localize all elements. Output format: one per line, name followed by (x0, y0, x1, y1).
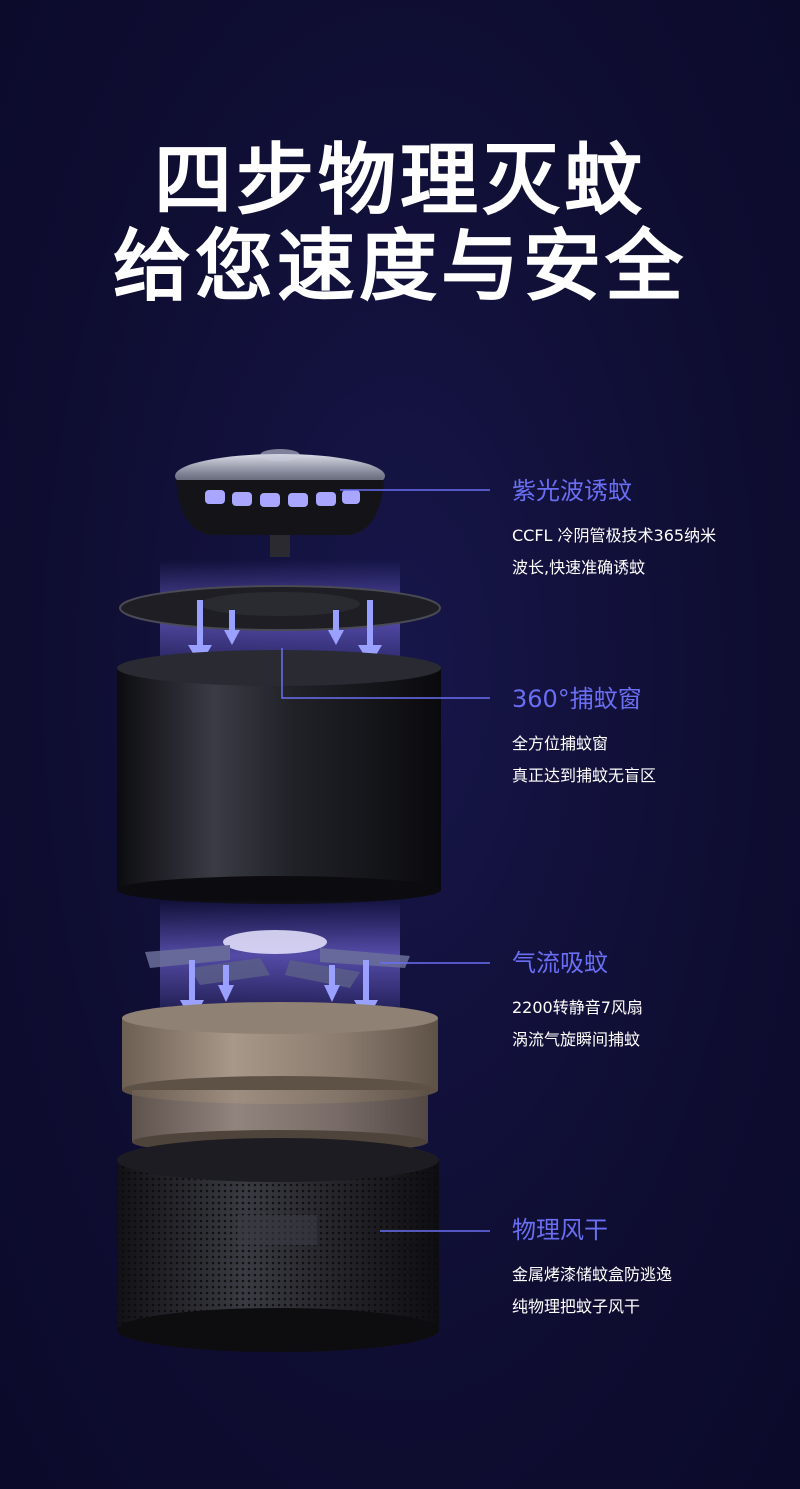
feature-airflow-suction: 气流吸蚊 2200转静音7风扇 涡流气旋瞬间捕蚊 (512, 948, 792, 1056)
feature-desc-line-2: 波长,快速准确诱蚊 (512, 558, 646, 577)
mesh-basket (117, 1138, 439, 1352)
feature-uv-attract: 紫光波诱蚊 CCFL 冷阴管极技术365纳米 波长,快速准确诱蚊 (512, 476, 792, 584)
callout-lines (281, 489, 490, 1232)
fan-blades (145, 930, 410, 988)
feature-title: 气流吸蚊 (512, 949, 608, 977)
feature-desc-line-1: 2200转静音7风扇 (512, 998, 643, 1017)
main-cylinder (117, 650, 441, 904)
feature-title: 物理风干 (512, 1216, 608, 1244)
feature-desc-line-2: 涡流气旋瞬间捕蚊 (512, 1030, 641, 1049)
feature-desc-line-2: 纯物理把蚊子风干 (512, 1297, 641, 1316)
feature-desc-line-1: 全方位捕蚊窗 (512, 734, 609, 753)
headline-line-2: 给您速度与安全 (112, 222, 687, 312)
bronze-tray (122, 1002, 438, 1154)
ring-plate (119, 585, 441, 631)
headline-line-1: 四步物理灭蚊 (153, 136, 646, 226)
feature-360-window: 360°捕蚊窗 全方位捕蚊窗 真正达到捕蚊无盲区 (512, 684, 792, 792)
uv-lamp-cap (175, 449, 385, 557)
feature-air-dry: 物理风干 金属烤漆储蚊盒防逃逸 纯物理把蚊子风干 (512, 1215, 792, 1323)
feature-desc-line-1: 金属烤漆储蚊盒防逃逸 (512, 1265, 673, 1284)
feature-desc-line-1: CCFL 冷阴管极技术365纳米 (512, 526, 717, 545)
feature-title: 紫光波诱蚊 (512, 477, 632, 505)
feature-title: 360°捕蚊窗 (512, 685, 642, 713)
feature-desc-line-2: 真正达到捕蚊无盲区 (512, 766, 657, 785)
